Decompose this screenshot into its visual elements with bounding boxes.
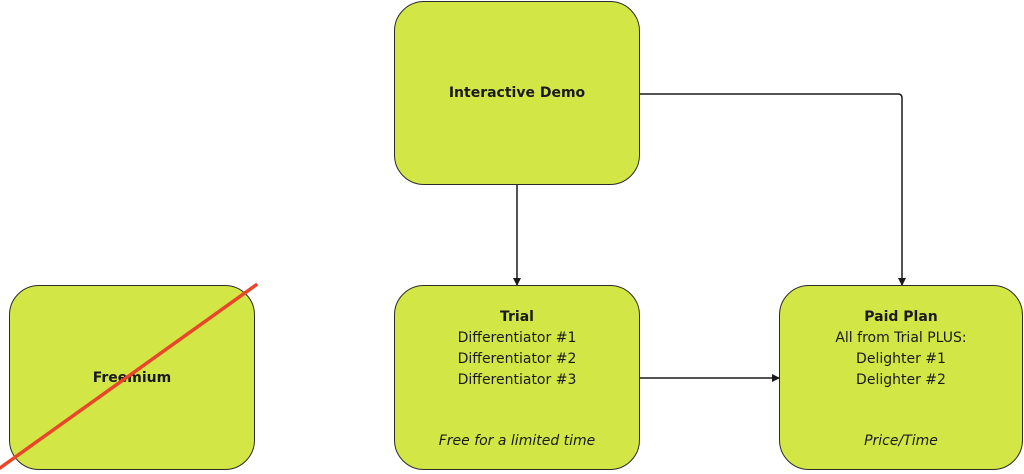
trial-line: Differentiator #2 [457,351,577,367]
freemium-node: Freemium [9,285,255,470]
connector-demo-to-paid [640,93,906,286]
trial-node: Trial Differentiator #1 Differentiator #… [394,285,640,470]
trial-footer: Free for a limited time [438,433,596,449]
paid-plan-node: Paid Plan All from Trial PLUS: Delighter… [779,285,1023,470]
paid-plan-line: All from Trial PLUS: [835,330,967,346]
paid-plan-title: Paid Plan [864,309,938,325]
paid-plan-footer: Price/Time [864,433,938,449]
trial-body: Trial Differentiator #1 Differentiator #… [395,307,639,391]
trial-line: Differentiator #1 [457,330,577,346]
paid-plan-body: Paid Plan All from Trial PLUS: Delighter… [780,307,1022,391]
trial-line: Differentiator #3 [457,372,577,388]
interactive-demo-label: Interactive Demo [448,85,586,101]
paid-plan-line: Delighter #2 [856,372,946,388]
freemium-label: Freemium [92,369,172,386]
interactive-demo-node: Interactive Demo [394,1,640,185]
trial-title: Trial [500,309,534,325]
paid-plan-line: Delighter #1 [856,351,946,367]
